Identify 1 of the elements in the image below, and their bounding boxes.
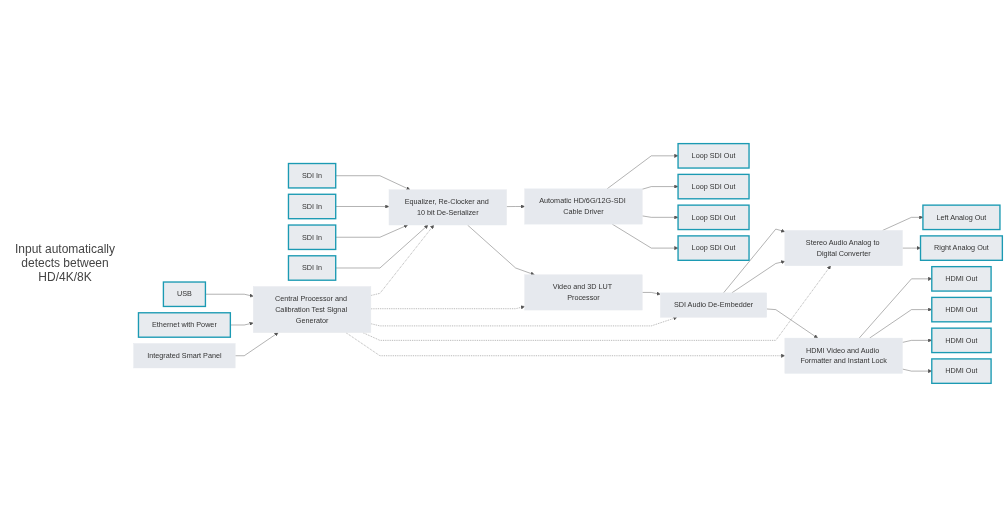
- note-text: Input automatically detects between HD/4K/8K: [13, 242, 117, 284]
